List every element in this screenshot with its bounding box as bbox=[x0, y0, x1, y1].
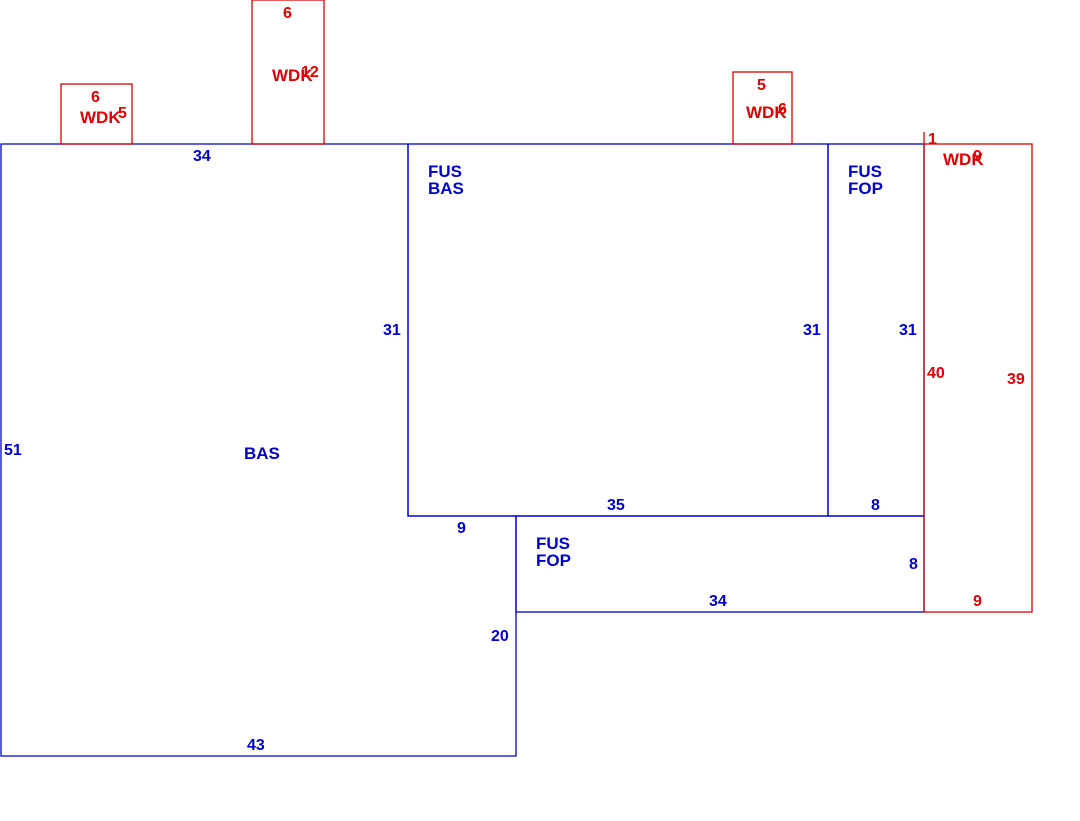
deck-4-left-dim: 40 bbox=[927, 365, 945, 382]
deck-2-top-dim: 6 bbox=[283, 5, 292, 22]
deck-4-top-dim: 9 bbox=[973, 148, 982, 165]
deck-3 bbox=[732, 71, 793, 145]
dim-top-left: 34 bbox=[193, 148, 211, 165]
fus-fop-right-label-line1: FUS bbox=[848, 162, 882, 181]
dim-bottom: 43 bbox=[247, 737, 265, 754]
deck-1 bbox=[60, 83, 133, 145]
deck-4 bbox=[923, 143, 1033, 613]
deck-2-side-dim: 12 bbox=[301, 64, 319, 81]
fus-bas-label-line1: FUS bbox=[428, 162, 462, 181]
fus-fop-right-label-line2: FOP bbox=[848, 179, 883, 198]
dim-fop-right: 31 bbox=[899, 322, 917, 339]
dim-fop-bottom: 8 bbox=[871, 497, 880, 514]
deck-3-label: WDK bbox=[746, 103, 787, 122]
deck-1-top-dim: 6 bbox=[91, 89, 100, 106]
deck-4-bottom-dim: 9 bbox=[973, 593, 982, 610]
deck-3-side-dim: 6 bbox=[778, 101, 787, 118]
dim-notch-vertical: 20 bbox=[491, 628, 509, 645]
dim-notch-bottom: 9 bbox=[457, 520, 466, 537]
deck-2 bbox=[251, 0, 325, 145]
dim-notch-inner-left: 31 bbox=[383, 322, 401, 339]
dim-left: 51 bbox=[4, 442, 22, 459]
fus-bas-label-line2: BAS bbox=[428, 179, 464, 198]
deck-4-label: WDK bbox=[943, 150, 984, 169]
deck-1-side-dim: 5 bbox=[118, 105, 127, 122]
deck-3-top-dim: 5 bbox=[757, 77, 766, 94]
bas-main-label: BAS bbox=[244, 444, 280, 463]
deck-2-label: WDK bbox=[272, 66, 313, 85]
deck-4-corner-dim: 1 bbox=[928, 131, 937, 148]
decks bbox=[60, 0, 1033, 613]
deck-1-label: WDK bbox=[80, 108, 121, 127]
building-outline bbox=[0, 143, 925, 757]
deck-4-right-dim: 39 bbox=[1007, 371, 1025, 388]
dim-fop-bottom-width: 34 bbox=[709, 593, 727, 610]
fus-bas-area bbox=[407, 143, 829, 517]
fus-fop-bottom-label-line1: FUS bbox=[536, 534, 570, 553]
dim-fop-bottom-right: 8 bbox=[909, 556, 918, 573]
fus-fop-bottom-label-line2: FOP bbox=[536, 551, 571, 570]
dim-fus-bas-bottom: 35 bbox=[607, 497, 625, 514]
dim-fus-bas-right: 31 bbox=[803, 322, 821, 339]
